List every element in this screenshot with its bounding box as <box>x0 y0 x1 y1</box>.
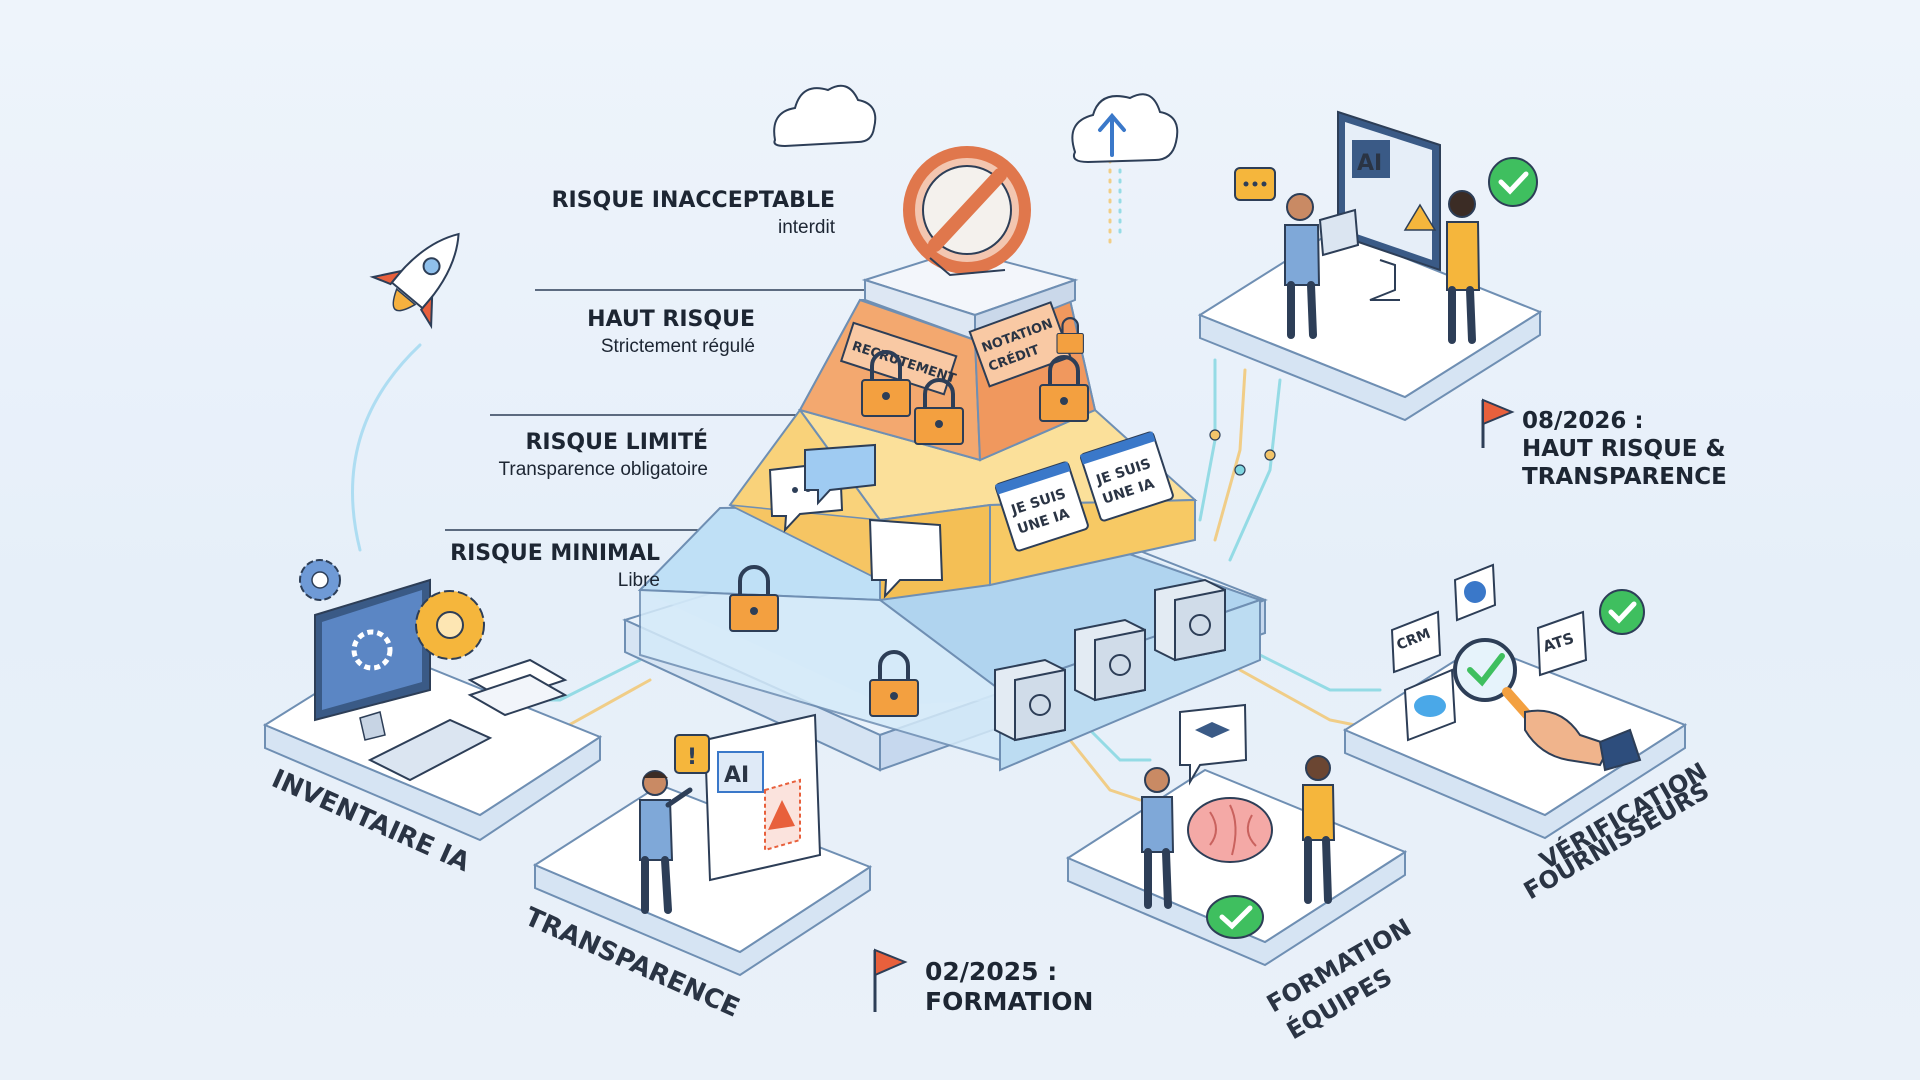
chatbot-screen: JE SUIS UNE IA <box>1080 431 1174 522</box>
person-icon <box>1284 193 1360 339</box>
rocket-icon <box>369 232 460 330</box>
doc-ai-label: AI <box>724 763 749 788</box>
checkmark-icon <box>1488 157 1538 207</box>
milestone-2025-date: 02/2025 : <box>925 957 1057 986</box>
tier-subtitle-haut: Strictement régulé <box>601 336 755 357</box>
padlock-icon <box>869 650 919 717</box>
safe-icon <box>994 658 1066 742</box>
monitor-ai-label: AI <box>1357 151 1382 176</box>
safe-icon <box>1154 578 1226 662</box>
checkmark-icon <box>1206 895 1264 939</box>
milestone-2026-date: 08/2026 : <box>1522 408 1644 434</box>
padlock-icon <box>729 565 779 632</box>
gear-icon <box>415 590 485 660</box>
tier-title-haut: HAUT RISQUE <box>587 307 755 332</box>
chat-bubble-icon <box>868 518 944 599</box>
person-icon <box>639 770 693 914</box>
tier-title-minimal: RISQUE MINIMAL <box>450 541 660 566</box>
tier-title-inacceptable: RISQUE INACCEPTABLE <box>552 188 835 213</box>
person-icon <box>1446 190 1481 344</box>
chat-bubble-icon <box>804 443 876 506</box>
padlock-icon <box>1056 317 1084 354</box>
ats-card: ATS <box>1536 610 1588 677</box>
padlock-icon <box>914 378 964 445</box>
chatbot-screen: JE SUIS UNE IA <box>995 461 1089 552</box>
tier-subtitle-minimal: Libre <box>618 570 660 591</box>
milestone-2026-line3: TRANSPARENCE <box>1522 464 1727 490</box>
padlock-icon <box>1039 355 1089 422</box>
padlock-icon <box>861 350 911 417</box>
warning-icon <box>1403 203 1437 231</box>
chat-bubble-icon <box>1234 167 1276 201</box>
milestone-2026-line2: HAUT RISQUE & <box>1522 436 1726 462</box>
platform-transparence: AI ! TRANSPARENCE <box>520 713 873 1024</box>
milestone-flag-2025: 02/2025 : FORMATION <box>873 948 1093 1016</box>
hand-icon <box>1524 709 1642 772</box>
connection-lines <box>351 158 1382 802</box>
tier-labels: RISQUE INACCEPTABLE interdit HAUT RISQUE… <box>450 188 836 591</box>
platform-ai-monitor: AI <box>1197 110 1543 422</box>
prohibited-icon <box>903 146 1031 277</box>
safe-icon <box>1074 618 1146 702</box>
cloud-upload-icon <box>1071 93 1179 164</box>
milestone-flag-2026: 08/2026 : HAUT RISQUE & TRANSPARENCE <box>1481 398 1727 490</box>
keyboard-icon <box>367 718 493 782</box>
gear-icon <box>299 559 341 601</box>
tier-subtitle-limite: Transparence obligatoire <box>499 459 708 480</box>
notation-credit-tag: NOTATION CRÉDIT <box>968 301 1072 388</box>
tier-leader-lines <box>445 289 880 531</box>
platform-verification: CRM ATS VÉRIFICATION FOURNISSEURS <box>1342 563 1714 905</box>
tier-subtitle-inacceptable: interdit <box>778 217 836 238</box>
checkmark-icon <box>1599 589 1645 635</box>
crm-card: CRM <box>1390 610 1442 674</box>
graduation-bubble-icon <box>1179 703 1248 786</box>
monitor-icon <box>314 578 431 741</box>
warning-bubble-icon: ! <box>674 734 710 774</box>
cloud-icon <box>773 84 877 148</box>
person-icon <box>1302 755 1336 904</box>
platform-inventaire: INVENTAIRE IA <box>262 559 603 878</box>
tier-title-limite: RISQUE LIMITÉ <box>525 429 708 455</box>
document-ai-icon: AI <box>703 713 822 882</box>
app-card-icon <box>1453 563 1497 622</box>
risk-pyramid: RECRUTEMENT NOTATION CRÉDIT <box>622 146 1268 772</box>
person-icon <box>1141 767 1175 909</box>
brain-icon <box>1187 797 1273 863</box>
milestone-2025-label: FORMATION <box>925 987 1093 1016</box>
svg-text:!: ! <box>687 745 697 770</box>
cloud-app-icon <box>1403 668 1457 742</box>
documents-icon <box>467 658 568 717</box>
